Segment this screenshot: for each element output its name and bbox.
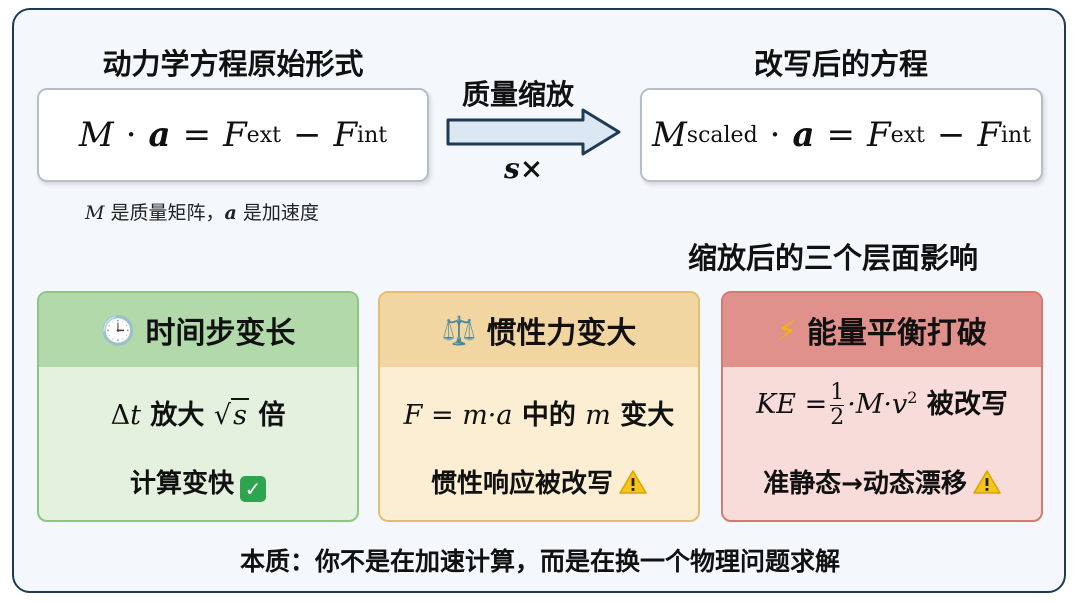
card-title: 惯性力变大 bbox=[486, 316, 637, 351]
note-text-2: 是加速度 bbox=[236, 202, 319, 224]
fraction-denominator: 2 bbox=[830, 405, 845, 430]
scales-icon: ⚖️ bbox=[441, 313, 477, 347]
card-line-2: 准静态→动态漂移 bbox=[723, 463, 1041, 500]
card-title: 时间步变长 bbox=[145, 316, 296, 351]
sqrt-icon: √ bbox=[213, 400, 232, 431]
ext-subscript: ext bbox=[246, 122, 281, 148]
equation-note: M 是质量矩阵，a 是加速度 bbox=[85, 198, 319, 225]
minus-sign: − bbox=[292, 115, 322, 155]
mass-symbol: M bbox=[651, 115, 687, 155]
card-line-1-text: 中的 bbox=[512, 400, 586, 431]
int-subscript: int bbox=[357, 122, 388, 148]
check-icon: ✓ bbox=[240, 476, 266, 502]
equals-sign: = bbox=[182, 115, 212, 155]
card-line-1: Δt 放大 √s 倍 bbox=[39, 393, 357, 432]
scaling-arrow-icon bbox=[446, 108, 621, 156]
exponent: 2 bbox=[907, 388, 918, 407]
scale-factor: s× bbox=[504, 152, 543, 185]
warning-icon bbox=[973, 470, 1001, 494]
card-line-2-text: 计算变快 bbox=[129, 469, 234, 499]
card-line-1-tail: 倍 bbox=[248, 400, 286, 431]
t-symbol: t bbox=[130, 400, 142, 431]
minus-sign: − bbox=[936, 115, 966, 155]
mass-symbol: M bbox=[78, 115, 114, 155]
card-line-1-tail: 变大 bbox=[610, 400, 675, 431]
clock-icon: 🕒 bbox=[100, 313, 136, 347]
kinetic-energy-rhs: ·M·v bbox=[847, 389, 908, 420]
card-line-1-text: 放大 bbox=[141, 400, 214, 431]
warning-icon bbox=[619, 470, 647, 494]
card-title: 能量平衡打破 bbox=[806, 316, 987, 351]
card-line-2-text: 准静态→动态漂移 bbox=[763, 469, 967, 499]
s-symbol: s bbox=[231, 398, 249, 431]
card-header: ⚖️ 惯性力变大 bbox=[380, 293, 698, 367]
card-line-1-tail: 被改写 bbox=[917, 389, 1008, 420]
card-time-step: 🕒 时间步变长 Δt 放大 √s 倍 计算变快✓ bbox=[37, 291, 359, 522]
card-header: ⚡ 能量平衡打破 bbox=[723, 293, 1041, 367]
note-text-1: 是质量矩阵， bbox=[104, 202, 225, 224]
force-symbol: F bbox=[867, 115, 891, 155]
equals-sign: = bbox=[826, 115, 856, 155]
acceleration-symbol: a bbox=[148, 115, 171, 155]
arrow-label: 质量缩放 bbox=[462, 78, 575, 111]
force-symbol: F bbox=[223, 115, 247, 155]
dot-operator: · bbox=[769, 115, 781, 155]
lightning-icon: ⚡ bbox=[777, 313, 797, 347]
ext-subscript: ext bbox=[890, 122, 925, 148]
force-symbol: F bbox=[333, 115, 358, 155]
scale-factor-text: s× bbox=[504, 152, 544, 185]
note-acceleration-symbol: a bbox=[224, 202, 237, 224]
delta-symbol: Δ bbox=[110, 400, 131, 431]
card-line-2-text: 惯性响应被改写 bbox=[430, 469, 613, 499]
card-inertia: ⚖️ 惯性力变大 F = m·a 中的 m 变大 惯性响应被改写 bbox=[378, 291, 700, 522]
rewritten-equation-heading: 改写后的方程 bbox=[753, 47, 928, 81]
original-equation-heading: 动力学方程原始形式 bbox=[102, 47, 364, 81]
card-line-2: 惯性响应被改写 bbox=[380, 463, 698, 500]
int-subscript: int bbox=[1000, 122, 1032, 148]
card-line-2: 计算变快✓ bbox=[39, 463, 357, 502]
fraction-numerator: 1 bbox=[830, 380, 845, 406]
acceleration-symbol: a bbox=[792, 115, 815, 155]
note-mass-symbol: M bbox=[85, 202, 105, 224]
force-symbol: F bbox=[977, 115, 1001, 155]
newton-formula: F = m·a bbox=[403, 400, 513, 431]
summary-footer: 本质：你不是在加速计算，而是在换一个物理问题求解 bbox=[239, 547, 840, 576]
dot-operator: · bbox=[125, 115, 137, 155]
kinetic-energy-lhs: KE = bbox=[756, 389, 828, 420]
m-symbol: m bbox=[585, 400, 611, 431]
card-line-1: F = m·a 中的 m 变大 bbox=[380, 393, 698, 432]
impact-section-title: 缩放后的三个层面影响 bbox=[688, 241, 979, 275]
scaled-subscript: scaled bbox=[686, 122, 758, 148]
card-header: 🕒 时间步变长 bbox=[39, 293, 357, 367]
